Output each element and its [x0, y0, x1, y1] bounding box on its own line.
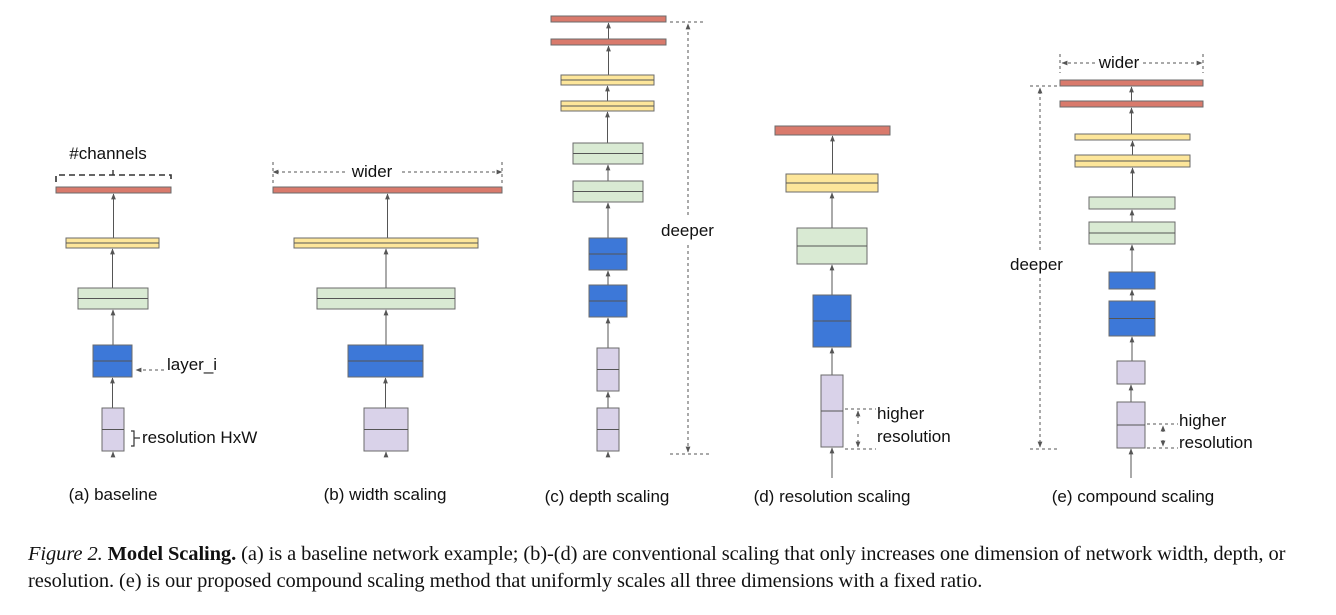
resolution-label-d: resolution [877, 427, 951, 446]
dimension-guides [55, 21, 1204, 455]
figure-caption: Figure 2. Model Scaling. (a) is a baseli… [28, 541, 1328, 595]
wider-label-e: wider [1098, 53, 1140, 72]
yellow-layer-block [1074, 133, 1191, 141]
red-layer-block [272, 186, 503, 194]
red-layer-block [774, 125, 891, 136]
resolution-bracket [131, 430, 140, 447]
network-baseline [55, 186, 172, 458]
caption-title: Model Scaling. [107, 543, 237, 565]
red-layer-block [550, 15, 667, 23]
panel-label-width: (b) width scaling [324, 485, 447, 504]
channels-label: #channels [69, 144, 147, 163]
deeper-label-c: deeper [661, 221, 714, 240]
caption-text: (a) is a baseline network example; (b)-(… [28, 543, 1286, 592]
resolution-label-e: resolution [1179, 433, 1253, 452]
panel-label-compound: (e) compound scaling [1052, 487, 1215, 506]
blue-layer-block [1108, 271, 1156, 290]
red-layer-block [55, 186, 172, 194]
network-width [272, 186, 503, 458]
red-layer-block [1059, 79, 1204, 87]
red-layer-block [1059, 100, 1204, 108]
layer-label: layer_i [167, 355, 217, 374]
panel-label-depth: (c) depth scaling [545, 487, 670, 506]
purple-layer-block [1116, 360, 1146, 385]
panel-label-resolution: (d) resolution scaling [754, 487, 911, 506]
resolution-label: resolution HxW [142, 428, 257, 447]
green-layer-block [1088, 196, 1176, 210]
red-layer-block [550, 38, 667, 46]
higher-label-d: higher [877, 404, 925, 423]
network-layers [55, 15, 1204, 478]
caption-figure-number: Figure 2. [28, 543, 103, 565]
deeper-label-e: deeper [1010, 255, 1063, 274]
wider-label-b: wider [351, 162, 393, 181]
panel-label-baseline: (a) baseline [69, 485, 158, 504]
higher-label-e: higher [1179, 411, 1227, 430]
model-scaling-figure: (a) baseline (b) width scaling (c) depth… [55, 15, 1253, 506]
channels-bracket [55, 174, 172, 182]
network-resolution [774, 125, 891, 478]
network-compound [1059, 79, 1204, 478]
network-depth [550, 15, 667, 458]
